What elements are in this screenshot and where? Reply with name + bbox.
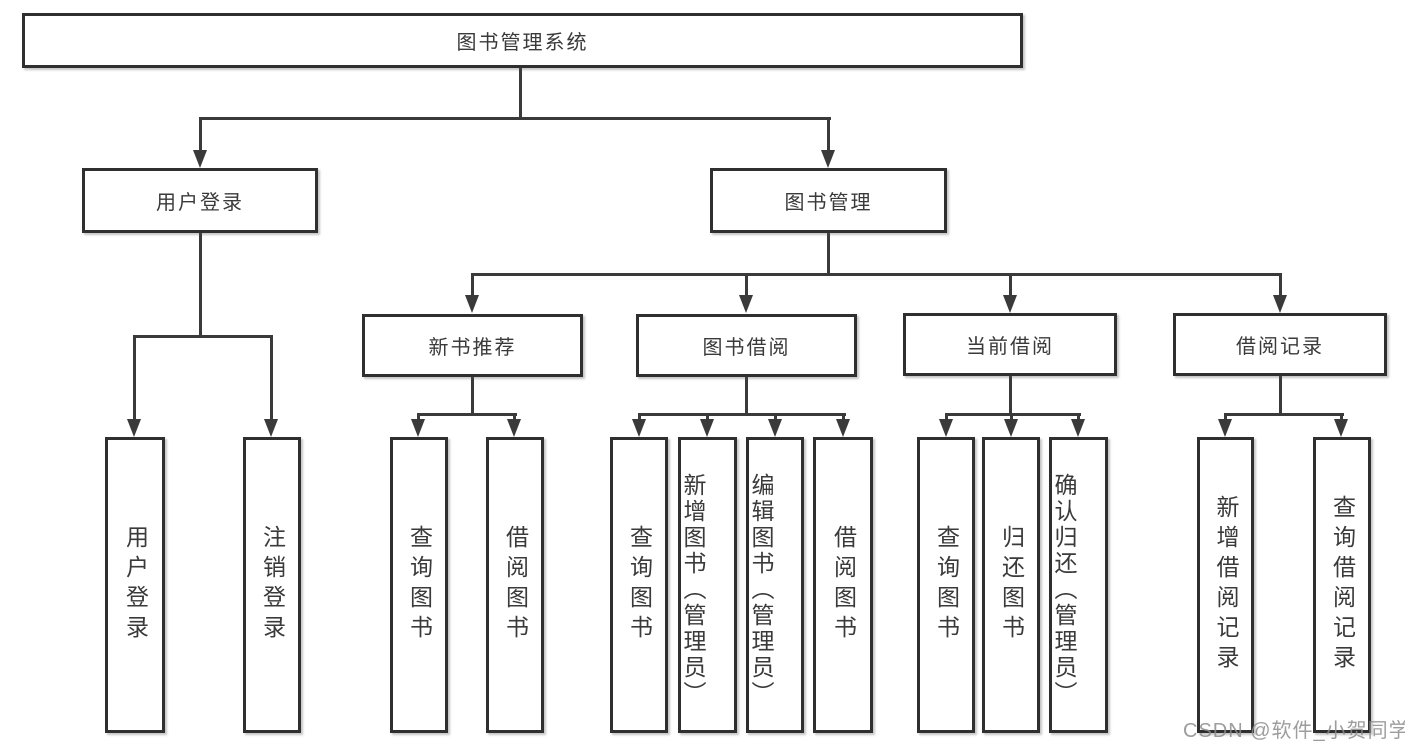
connector-line (842, 413, 845, 422)
connector-line (133, 335, 273, 338)
connector-line (199, 233, 202, 337)
node-borrow-records-label: 借阅记录 (1236, 336, 1324, 358)
connector-line (1224, 413, 1227, 422)
arrowhead-down-icon (836, 419, 850, 437)
leaf-borrow-book-2: 借阅图书 (813, 437, 873, 733)
leaf-return-book-label: 归还图书 (998, 525, 1025, 645)
connector-line (133, 335, 136, 420)
connector-line (638, 413, 641, 422)
arrowhead-down-icon (768, 419, 782, 437)
connector-line (1009, 273, 1012, 296)
connector-line (745, 377, 748, 416)
leaf-add-book-admin: 新增图书（管理员） (678, 437, 737, 733)
connector-line (1077, 413, 1080, 422)
node-book-borrow-label: 图书借阅 (702, 337, 791, 359)
connector-line (519, 68, 522, 118)
leaf-logout: 注销登录 (243, 437, 301, 733)
connector-line (1009, 376, 1012, 416)
leaf-add-book-admin-label: 新增图书（管理员） (680, 473, 706, 707)
leaf-query-book-2-label: 查询图书 (626, 525, 653, 645)
connector-line (1279, 273, 1282, 296)
node-borrow-records: 借阅记录 (1173, 313, 1387, 376)
connector-line (199, 117, 831, 120)
arrowhead-down-icon (193, 150, 207, 168)
leaf-return-book: 归还图书 (982, 437, 1040, 733)
connector-line (1340, 413, 1343, 422)
node-current-borrow-label: 当前借阅 (966, 336, 1054, 358)
node-current-borrow: 当前借阅 (903, 313, 1117, 376)
connector-line (945, 413, 948, 422)
leaf-query-book-1: 查询图书 (390, 437, 448, 733)
arrowhead-down-icon (1071, 419, 1085, 437)
connector-line (945, 413, 1081, 416)
connector-line (1279, 376, 1282, 416)
connector-line (270, 335, 273, 420)
connector-line (827, 117, 830, 152)
connector-line (827, 233, 830, 275)
connector-line (199, 117, 202, 152)
arrowhead-down-icon (1218, 419, 1232, 437)
leaf-query-book-2: 查询图书 (610, 437, 668, 733)
leaf-query-borrow-record: 查询借阅记录 (1313, 437, 1371, 733)
node-root-label: 图书管理系统 (456, 32, 589, 54)
leaf-query-book-3-label: 查询图书 (933, 525, 960, 645)
arrowhead-down-icon (411, 419, 425, 437)
arrowhead-down-icon (1004, 419, 1018, 437)
arrowhead-down-icon (1003, 295, 1017, 313)
leaf-edit-book-admin: 编辑图书（管理员） (746, 437, 804, 733)
leaf-confirm-return-admin-label: 确认归还（管理员） (1051, 473, 1077, 707)
arrowhead-down-icon (127, 419, 141, 437)
leaf-add-borrow-record-label: 新增借阅记录 (1213, 495, 1239, 675)
arrowhead-down-icon (632, 419, 646, 437)
arrowhead-down-icon (739, 295, 753, 313)
connector-line (471, 377, 474, 416)
arrowhead-down-icon (264, 419, 278, 437)
node-book-borrow: 图书借阅 (636, 314, 857, 377)
leaf-borrow-book-1: 借阅图书 (486, 437, 544, 733)
leaf-query-book-1-label: 查询图书 (406, 525, 433, 645)
node-user-login: 用户登录 (82, 168, 318, 233)
leaf-borrow-book-1-label: 借阅图书 (502, 525, 529, 645)
connector-line (1224, 413, 1344, 416)
leaf-user-login: 用户登录 (105, 437, 165, 733)
connector-line (774, 413, 777, 422)
leaf-edit-book-admin-label: 编辑图书（管理员） (748, 473, 774, 707)
arrowhead-down-icon (700, 419, 714, 437)
csdn-watermark: CSDN @软件_小贺同学 (1183, 720, 1405, 742)
leaf-user-login-label: 用户登录 (122, 525, 149, 645)
connector-line (706, 413, 709, 422)
leaf-query-book-3: 查询图书 (917, 437, 975, 733)
arrowhead-down-icon (821, 150, 835, 168)
node-new-book-recommend: 新书推荐 (362, 314, 583, 377)
connector-line (1010, 413, 1013, 422)
connector-line (638, 413, 846, 416)
arrowhead-down-icon (939, 419, 953, 437)
node-user-login-label: 用户登录 (156, 192, 244, 214)
connector-line (471, 273, 1282, 276)
leaf-query-borrow-record-label: 查询借阅记录 (1329, 495, 1356, 675)
leaf-borrow-book-2-label: 借阅图书 (830, 525, 857, 645)
arrowhead-down-icon (465, 295, 479, 313)
node-root: 图书管理系统 (22, 13, 1023, 68)
node-new-book-recommend-label: 新书推荐 (428, 337, 517, 359)
connector-line (471, 273, 474, 296)
arrowhead-down-icon (507, 419, 521, 437)
arrowhead-down-icon (1273, 295, 1287, 313)
connector-line (417, 413, 517, 416)
arrowhead-down-icon (1334, 419, 1348, 437)
leaf-confirm-return-admin: 确认归还（管理员） (1049, 437, 1108, 733)
node-book-management-label: 图书管理 (784, 192, 873, 214)
leaf-add-borrow-record: 新增借阅记录 (1197, 437, 1254, 733)
connector-line (513, 413, 516, 422)
node-book-management: 图书管理 (710, 168, 947, 233)
leaf-logout-label: 注销登录 (259, 525, 286, 645)
connector-line (417, 413, 420, 422)
connector-line (745, 273, 748, 296)
